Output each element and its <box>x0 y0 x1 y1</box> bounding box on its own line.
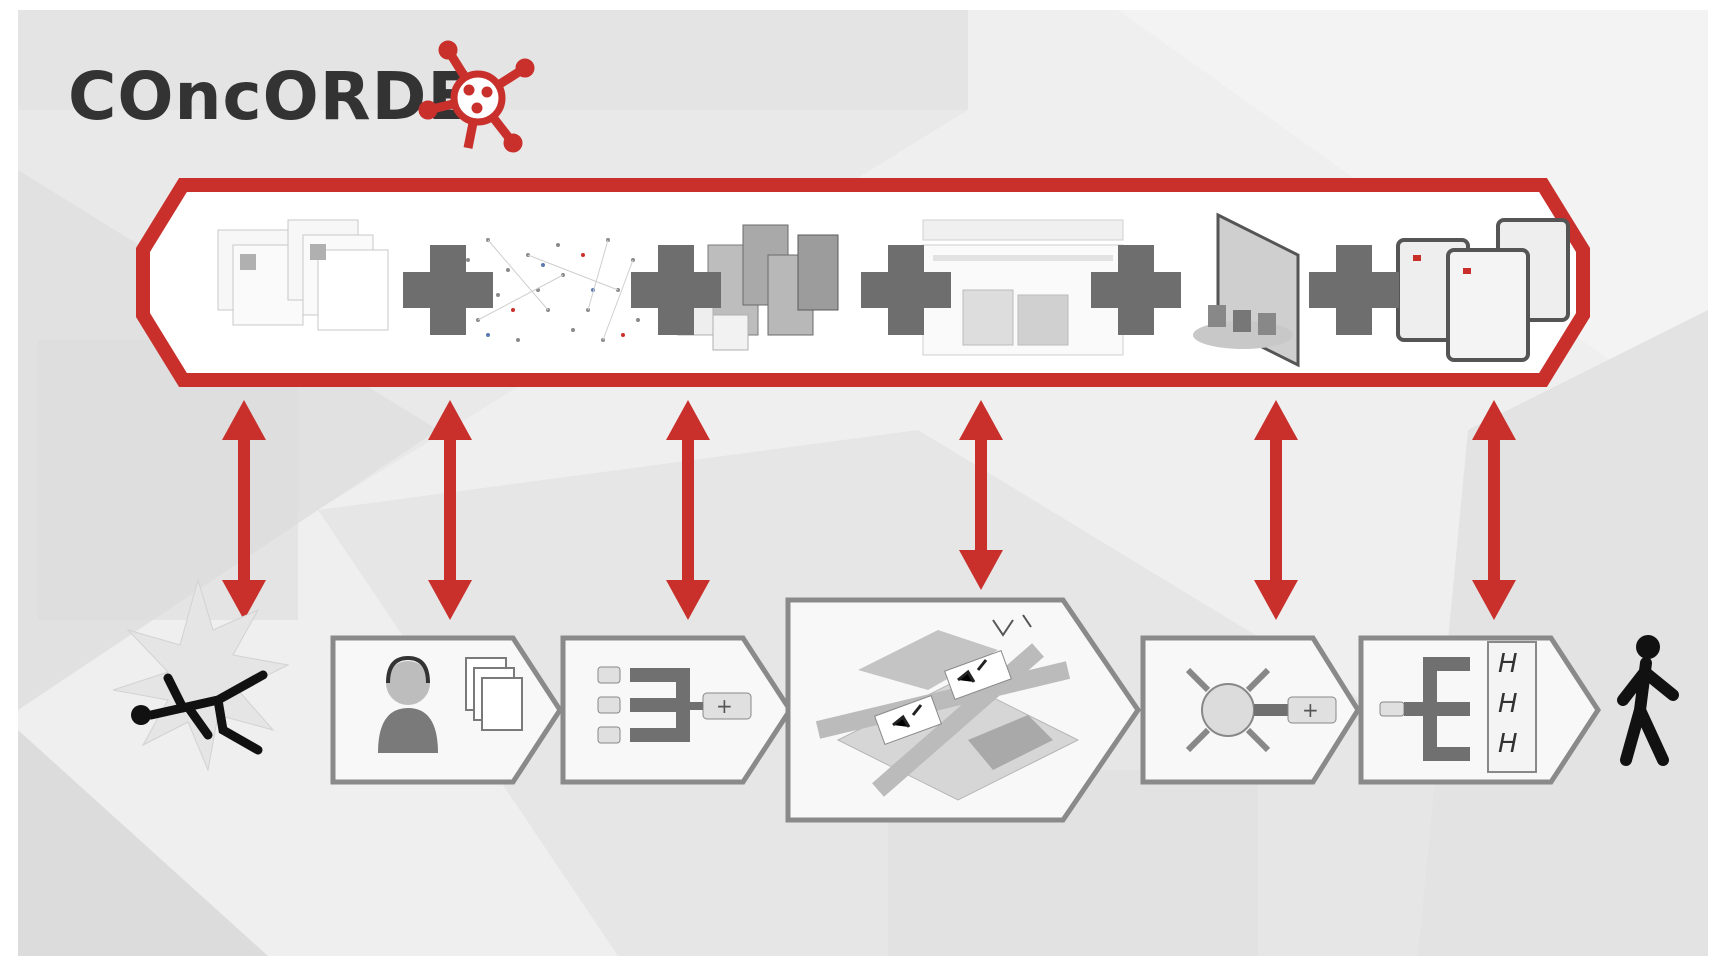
double-arrow-icon <box>222 400 266 620</box>
double-arrow-icon <box>1254 400 1298 620</box>
network-graph-icon <box>466 238 640 342</box>
plus-label: + <box>716 694 733 718</box>
step-hospital-distribution <box>1358 635 1601 785</box>
concept-diagram: + + H <box>112 178 1679 823</box>
plus-icon-2 <box>631 245 721 335</box>
double-arrow-icon <box>959 400 1003 590</box>
concorde-logo-icon <box>418 40 535 153</box>
app-title: COncORDE <box>68 58 474 135</box>
diagram-canvas: COncORDE <box>18 10 1708 956</box>
double-arrow-icon <box>1472 400 1516 620</box>
plus-icon-1 <box>403 245 493 335</box>
plus-icon-4 <box>1091 245 1181 335</box>
plus-icon-5 <box>1309 245 1399 335</box>
incident-site-map-icon <box>815 614 1080 801</box>
plus-signs <box>403 245 1399 335</box>
double-arrow-icon <box>666 400 710 620</box>
step-call-center <box>330 635 563 785</box>
hospital-label: H <box>1498 689 1518 719</box>
walking-person-icon <box>1617 635 1679 766</box>
software-screen-icon <box>922 219 1124 356</box>
medical-triage-hub-icon: + <box>1185 667 1337 753</box>
connection-arrows <box>222 400 1516 620</box>
document-stack-icon <box>217 219 389 331</box>
plus-label: + <box>1302 698 1319 722</box>
hospital-label: H <box>1498 729 1518 759</box>
call-center-operator-icon <box>378 655 523 753</box>
injured-person-icon <box>112 578 290 772</box>
ambulance-dispatch-icon: + <box>597 666 752 744</box>
hospital-label: H <box>1498 649 1518 679</box>
hospital-distribution-icon: H H H <box>1379 641 1537 773</box>
double-arrow-icon <box>428 400 472 620</box>
command-center-screen-icon <box>1193 212 1300 368</box>
plus-icon-3 <box>861 245 951 335</box>
